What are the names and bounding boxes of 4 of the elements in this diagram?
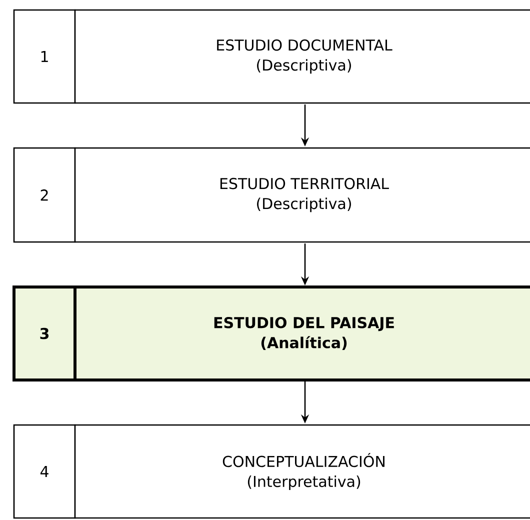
step-number-box: 1 (13, 9, 76, 104)
step-number-box: 4 (13, 424, 76, 519)
step-number-box: 2 (13, 147, 76, 243)
step-number-box: 3 (12, 286, 76, 382)
